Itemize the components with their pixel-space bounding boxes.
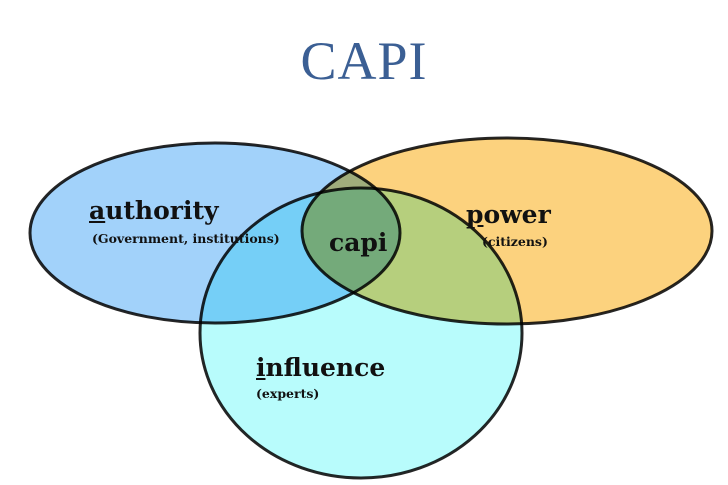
center-label: capi — [329, 228, 388, 257]
authority-outline — [28, 141, 402, 325]
diagram-title: CAPI — [300, 31, 428, 91]
power-subtitle: (citizens) — [482, 234, 548, 249]
influence-rest: nfluence — [265, 353, 386, 382]
influence-label: influence — [256, 353, 385, 382]
power-initial: p — [466, 200, 484, 229]
influence-outline — [198, 186, 524, 480]
power-label: power — [466, 200, 551, 229]
authority-label: authority — [89, 196, 219, 225]
authority-initial: a — [89, 196, 106, 225]
authority-rest: uthority — [105, 196, 219, 225]
authority-subtitle: (Government, institutions) — [92, 231, 280, 246]
influence-subtitle: (experts) — [256, 386, 320, 401]
authority-circle — [30, 143, 400, 323]
power-circle — [302, 138, 712, 324]
influence-initial: i — [256, 353, 266, 382]
power-outline — [300, 136, 714, 326]
power-rest: ower — [483, 200, 551, 229]
